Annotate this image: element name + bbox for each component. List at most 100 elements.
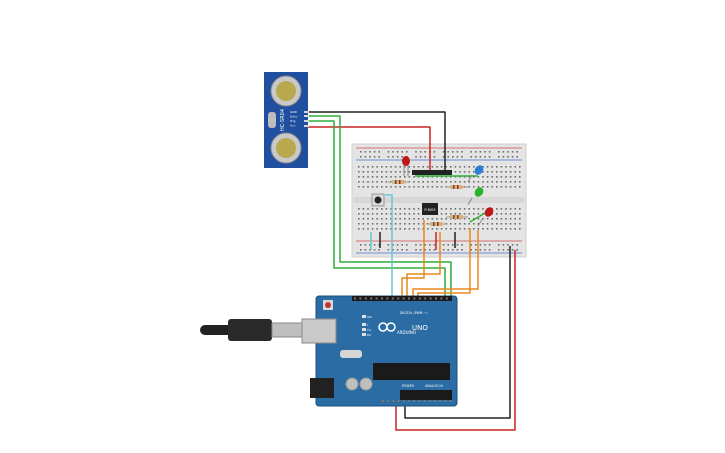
breadboard-hole	[463, 171, 466, 173]
ic-chip[interactable]	[422, 203, 438, 215]
breadboard-hole	[440, 228, 443, 230]
breadboard-hole	[390, 186, 392, 188]
breadboard-hole	[371, 176, 374, 178]
breadboard-hole	[445, 166, 447, 168]
header-pin	[449, 400, 452, 402]
power-header-label: POWER	[402, 384, 415, 388]
push-button[interactable]	[371, 193, 385, 207]
breadboard-hole	[491, 218, 493, 220]
breadboard-hole	[482, 186, 484, 188]
breadboard-hole	[456, 249, 459, 251]
breadboard-hole	[387, 244, 390, 246]
header-pin	[418, 297, 421, 300]
breadboard-hole	[511, 151, 514, 153]
breadboard-hole	[468, 186, 470, 188]
breadboard-hole	[433, 244, 436, 246]
breadboard-hole	[463, 166, 466, 168]
breadboard-hole	[450, 223, 452, 225]
breadboard-hole	[367, 166, 369, 168]
breadboard-hole	[394, 171, 397, 173]
breadboard-hole	[482, 181, 484, 183]
breadboard-hole	[422, 223, 424, 225]
header-pin	[428, 400, 431, 402]
breadboard-hole	[358, 166, 360, 168]
breadboard-hole	[482, 208, 484, 210]
breadboard-hole	[427, 186, 429, 188]
breadboard-hole	[496, 208, 498, 210]
breadboard-hole	[500, 171, 503, 173]
breadboard-hole	[468, 166, 470, 168]
breadboard-hole	[452, 151, 454, 153]
breadboard-hole	[511, 244, 514, 246]
usb-cable[interactable]	[200, 319, 303, 341]
header-pin	[408, 400, 410, 402]
led-blue[interactable]	[467, 164, 485, 183]
led-red-right[interactable]	[477, 206, 495, 227]
header-pin	[439, 400, 442, 402]
header-pin	[386, 297, 389, 300]
breadboard-hole	[422, 218, 424, 220]
header-pin	[391, 297, 394, 300]
breadboard-hole	[376, 228, 378, 230]
led-red-left[interactable]	[402, 156, 410, 176]
arduino-board	[315, 295, 458, 407]
breadboard-hole	[463, 181, 466, 183]
breadboard-hole	[496, 228, 498, 230]
breadboard-hole	[433, 249, 436, 251]
breadboard-hole	[431, 166, 434, 168]
breadboard-hole	[450, 176, 452, 178]
breadboard-hole	[519, 176, 521, 178]
sensor-pin-labels: GND Echo Trig Vcc	[289, 110, 298, 128]
breadboard-hole	[408, 171, 411, 173]
breadboard-hole	[447, 244, 449, 246]
breadboard-hole	[442, 151, 445, 153]
breadboard-hole	[367, 176, 369, 178]
breadboard-hole	[519, 166, 521, 168]
breadboard-hole	[390, 166, 392, 168]
breadboard-hole	[415, 151, 417, 153]
breadboard-hole	[390, 176, 392, 178]
breadboard-hole	[408, 208, 411, 210]
breadboard-hole	[473, 171, 475, 173]
sensor-pin-gnd: GND	[290, 110, 298, 114]
breadboard-hole	[381, 208, 383, 210]
resistor-3[interactable]	[446, 215, 468, 219]
breadboard-hole	[360, 151, 362, 153]
breadboard-hole	[505, 166, 507, 168]
resistor-1[interactable]	[388, 180, 410, 184]
breadboard-hole	[505, 218, 507, 220]
breadboard-hole	[505, 228, 507, 230]
ultrasonic-sensor[interactable]: HC-SR04 GND Echo Trig Vcc	[264, 72, 309, 168]
breadboard-hole	[362, 218, 365, 220]
header-pin	[375, 297, 378, 300]
breadboard-hole	[502, 151, 505, 153]
breadboard-hole	[440, 186, 443, 188]
resistor-2[interactable]	[446, 185, 468, 189]
breadboard-hole	[394, 223, 397, 225]
breadboard-hole	[415, 249, 417, 251]
breadboard-hole	[362, 228, 365, 230]
led-green[interactable]	[467, 186, 485, 206]
breadboard-hole	[419, 244, 422, 246]
arduino-uno[interactable]: ARDUINO UNO DIGITAL (PWM ~) POWER ANALOG…	[301, 295, 458, 407]
breadboard-hole	[417, 186, 420, 188]
sensor-crystal	[268, 112, 276, 128]
breadboard-hole	[371, 181, 374, 183]
breadboard-hole	[473, 223, 475, 225]
breadboard-hole	[516, 249, 518, 251]
breadboard-hole	[408, 176, 411, 178]
breadboard-hole	[450, 228, 452, 230]
sensor-pin-echo: Echo	[290, 115, 297, 119]
breadboard-hole	[427, 218, 429, 220]
breadboard-hole	[358, 171, 360, 173]
breadboard-hole	[450, 213, 452, 215]
breadboard-hole	[371, 171, 374, 173]
breadboard-hole	[415, 244, 417, 246]
wire-orange-3	[412, 230, 479, 298]
breadboard-hole	[452, 156, 454, 158]
breadboard-hole	[519, 213, 521, 215]
header-pin	[382, 400, 384, 402]
breadboard-hole	[440, 176, 443, 178]
breadboard-hole	[385, 218, 388, 220]
resistor-4[interactable]	[426, 222, 448, 226]
